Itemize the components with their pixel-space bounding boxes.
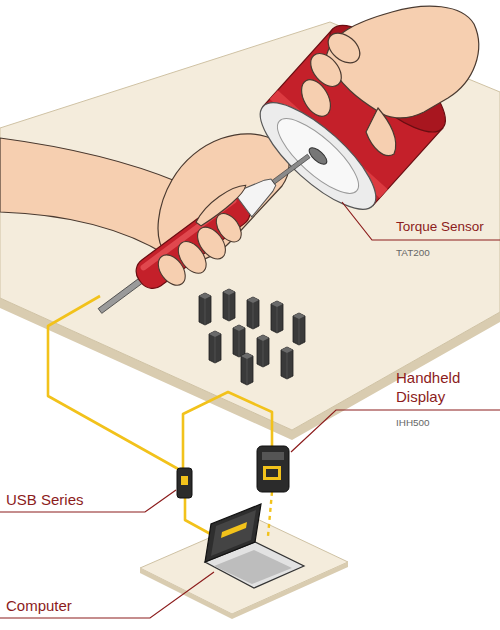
label-text: TAT200 [396,247,430,258]
screwdriver-bits [199,289,305,385]
label-text: Computer [6,597,72,614]
hand [0,134,289,263]
callout-label: Handheld Display [396,368,486,406]
callout-label: Computer [6,596,146,615]
handheld-display-device [257,446,289,492]
screwdriver [88,139,327,335]
callout-label: Torque Sensor [396,217,500,236]
leader-lines [0,202,500,618]
label-text: Torque Sensor [396,219,484,234]
model-number: IHH500 [396,416,500,430]
label-text: USB Series [6,491,84,508]
cables [48,296,272,548]
label-text: IHH500 [396,417,429,428]
hand [296,6,479,155]
usb-device [177,468,192,498]
callout-label: USB Series [6,490,146,509]
label-text: Handheld Display [396,369,460,405]
model-number: TAT200 [396,246,500,260]
wireless-link [268,492,272,536]
laptop [205,504,304,588]
